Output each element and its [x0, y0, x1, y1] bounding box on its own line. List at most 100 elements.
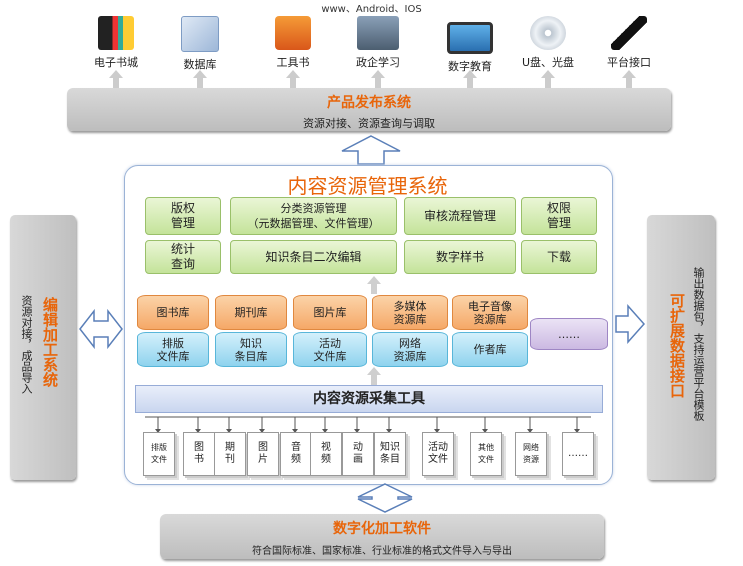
channel-up-arrow-shaft — [626, 78, 632, 88]
db-images: 图片库 — [293, 295, 367, 330]
channel-label: U盘、光盘 — [521, 56, 575, 69]
digitization-bar: 数字化加工软件 符合国际标准、国家标准、行业标准的格式文件导入与导出 — [160, 514, 604, 559]
source-file: 图 片 — [247, 432, 279, 476]
ebook-icon — [98, 16, 134, 50]
file-connectors — [145, 416, 591, 433]
channel-label: 政企学习 — [356, 56, 400, 69]
module-knowledge-edit[interactable]: 知识条目二次编辑 — [230, 240, 397, 274]
source-file: 动 画 — [342, 432, 374, 476]
db-more: …… — [530, 318, 608, 350]
channel-label: 工具书 — [276, 56, 310, 69]
channel-up-arrow-shaft — [197, 78, 203, 88]
database-icon — [181, 16, 219, 52]
file-connector-arrowhead — [322, 429, 328, 433]
publish-title: 产品发布系统 — [327, 95, 411, 111]
right-subtitle: 输出数据包，支持运营平台模板 — [692, 267, 705, 421]
channel-gov-learning: 政企学习 — [340, 16, 416, 70]
source-file: 活动 文件 — [422, 432, 454, 476]
channel-api: 平台接口 — [591, 16, 667, 70]
source-file: 期 刊 — [214, 432, 246, 476]
usb-cable-icon — [611, 16, 647, 50]
db-audio-video: 电子音像 资源库 — [452, 295, 528, 330]
db-multimedia: 多媒体 资源库 — [372, 295, 448, 330]
channel-up-arrow-shaft — [375, 78, 381, 88]
source-file: 图 书 — [183, 432, 215, 476]
channel-up-arrow — [463, 70, 477, 78]
source-file: 排版 文件 — [143, 432, 175, 476]
file-connector-arrowhead — [574, 429, 580, 433]
file-connector-arrowhead — [195, 429, 201, 433]
db-to-modules-arrow — [367, 276, 381, 294]
channel-label: 数字教育 — [448, 60, 492, 73]
bottom-to-cms-arrow — [357, 483, 413, 513]
source-file: 视 频 — [310, 432, 342, 476]
file-connector-arrowhead — [226, 429, 232, 433]
channel-up-arrow — [109, 70, 123, 78]
publish-system-bar: 产品发布系统 资源对接、资源查询与调取 — [67, 88, 671, 131]
right-data-interface: 可扩展数据接口 输出数据包，支持运营平台模板 — [647, 215, 715, 480]
channel-disc: U盘、光盘 — [510, 16, 586, 70]
cms-title: 内容资源管理系统 — [287, 174, 448, 198]
publish-subtitle: 资源对接、资源查询与调取 — [303, 117, 435, 130]
channel-up-arrow — [622, 70, 636, 78]
channel-label: 平台接口 — [607, 56, 651, 69]
channel-education: 数字教育 — [432, 16, 508, 74]
tablet-icon — [447, 22, 493, 54]
db-authors: 作者库 — [452, 332, 528, 367]
module-permission[interactable]: 权限 管理 — [521, 197, 597, 235]
channel-up-arrow-shaft — [113, 78, 119, 88]
channel-reference: 工具书 — [255, 16, 331, 70]
left-double-arrow — [79, 308, 123, 350]
channel-up-arrow-shaft — [545, 78, 551, 88]
channel-up-arrow — [286, 70, 300, 78]
left-editing-system: 资源对接，成品导入 编辑加工系统 — [10, 215, 76, 480]
db-knowledge-items: 知识 条目库 — [215, 332, 287, 367]
db-books: 图书库 — [137, 295, 209, 330]
file-connector-arrowhead — [434, 429, 440, 433]
channel-label: 电子书城 — [94, 56, 138, 69]
left-subtitle: 资源对接，成品导入 — [20, 295, 33, 394]
db-typeset-files: 排版 文件库 — [137, 332, 209, 367]
right-title: 可扩展数据接口 — [668, 293, 686, 398]
reference-book-icon — [275, 16, 311, 50]
db-activity-files: 活动 文件库 — [293, 332, 367, 367]
module-classification[interactable]: 分类资源管理 （元数据管理、文件管理） — [230, 197, 397, 235]
source-file: 知识 条目 — [374, 432, 406, 476]
channel-up-arrow-shaft — [290, 78, 296, 88]
channel-database: 数据库 — [162, 16, 238, 72]
module-sample-book[interactable]: 数字样书 — [404, 240, 516, 274]
source-file: 音 频 — [280, 432, 312, 476]
file-connector-arrowhead — [482, 429, 488, 433]
channel-ebook: 电子书城 — [78, 16, 154, 70]
file-connector-arrowhead — [155, 429, 161, 433]
db-journals: 期刊库 — [215, 295, 287, 330]
file-connector-arrowhead — [292, 429, 298, 433]
file-connector-arrowhead — [527, 429, 533, 433]
platform-list: www、Android、IOS — [321, 4, 422, 15]
cms-to-publish-arrow — [341, 135, 401, 165]
right-output-arrow — [615, 304, 646, 344]
channel-label: 数据库 — [183, 58, 217, 71]
file-connector-arrowhead — [386, 429, 392, 433]
channel-up-arrow-shaft — [467, 78, 473, 88]
left-title: 编辑加工系统 — [41, 297, 59, 387]
channel-up-arrow — [193, 70, 207, 78]
file-connector-arrowhead — [259, 429, 265, 433]
bottom-title: 数字化加工软件 — [333, 521, 431, 537]
module-download[interactable]: 下载 — [521, 240, 597, 274]
module-statistics[interactable]: 统计 查询 — [145, 240, 221, 274]
module-copyright[interactable]: 版权 管理 — [145, 197, 221, 235]
collect-to-db-arrow — [367, 367, 381, 385]
db-network: 网络 资源库 — [372, 332, 448, 367]
meeting-icon — [357, 16, 399, 50]
source-file: 网络 资源 — [515, 432, 547, 476]
source-file: 其他 文件 — [470, 432, 502, 476]
module-review-flow[interactable]: 审核流程管理 — [404, 197, 516, 235]
channel-up-arrow — [371, 70, 385, 78]
collect-tool-bar: 内容资源采集工具 — [135, 385, 603, 413]
source-file: …… — [562, 432, 594, 476]
disc-icon — [530, 16, 566, 50]
channel-up-arrow — [541, 70, 555, 78]
bottom-subtitle: 符合国际标准、国家标准、行业标准的格式文件导入与导出 — [252, 546, 512, 557]
file-connector-arrowhead — [354, 429, 360, 433]
